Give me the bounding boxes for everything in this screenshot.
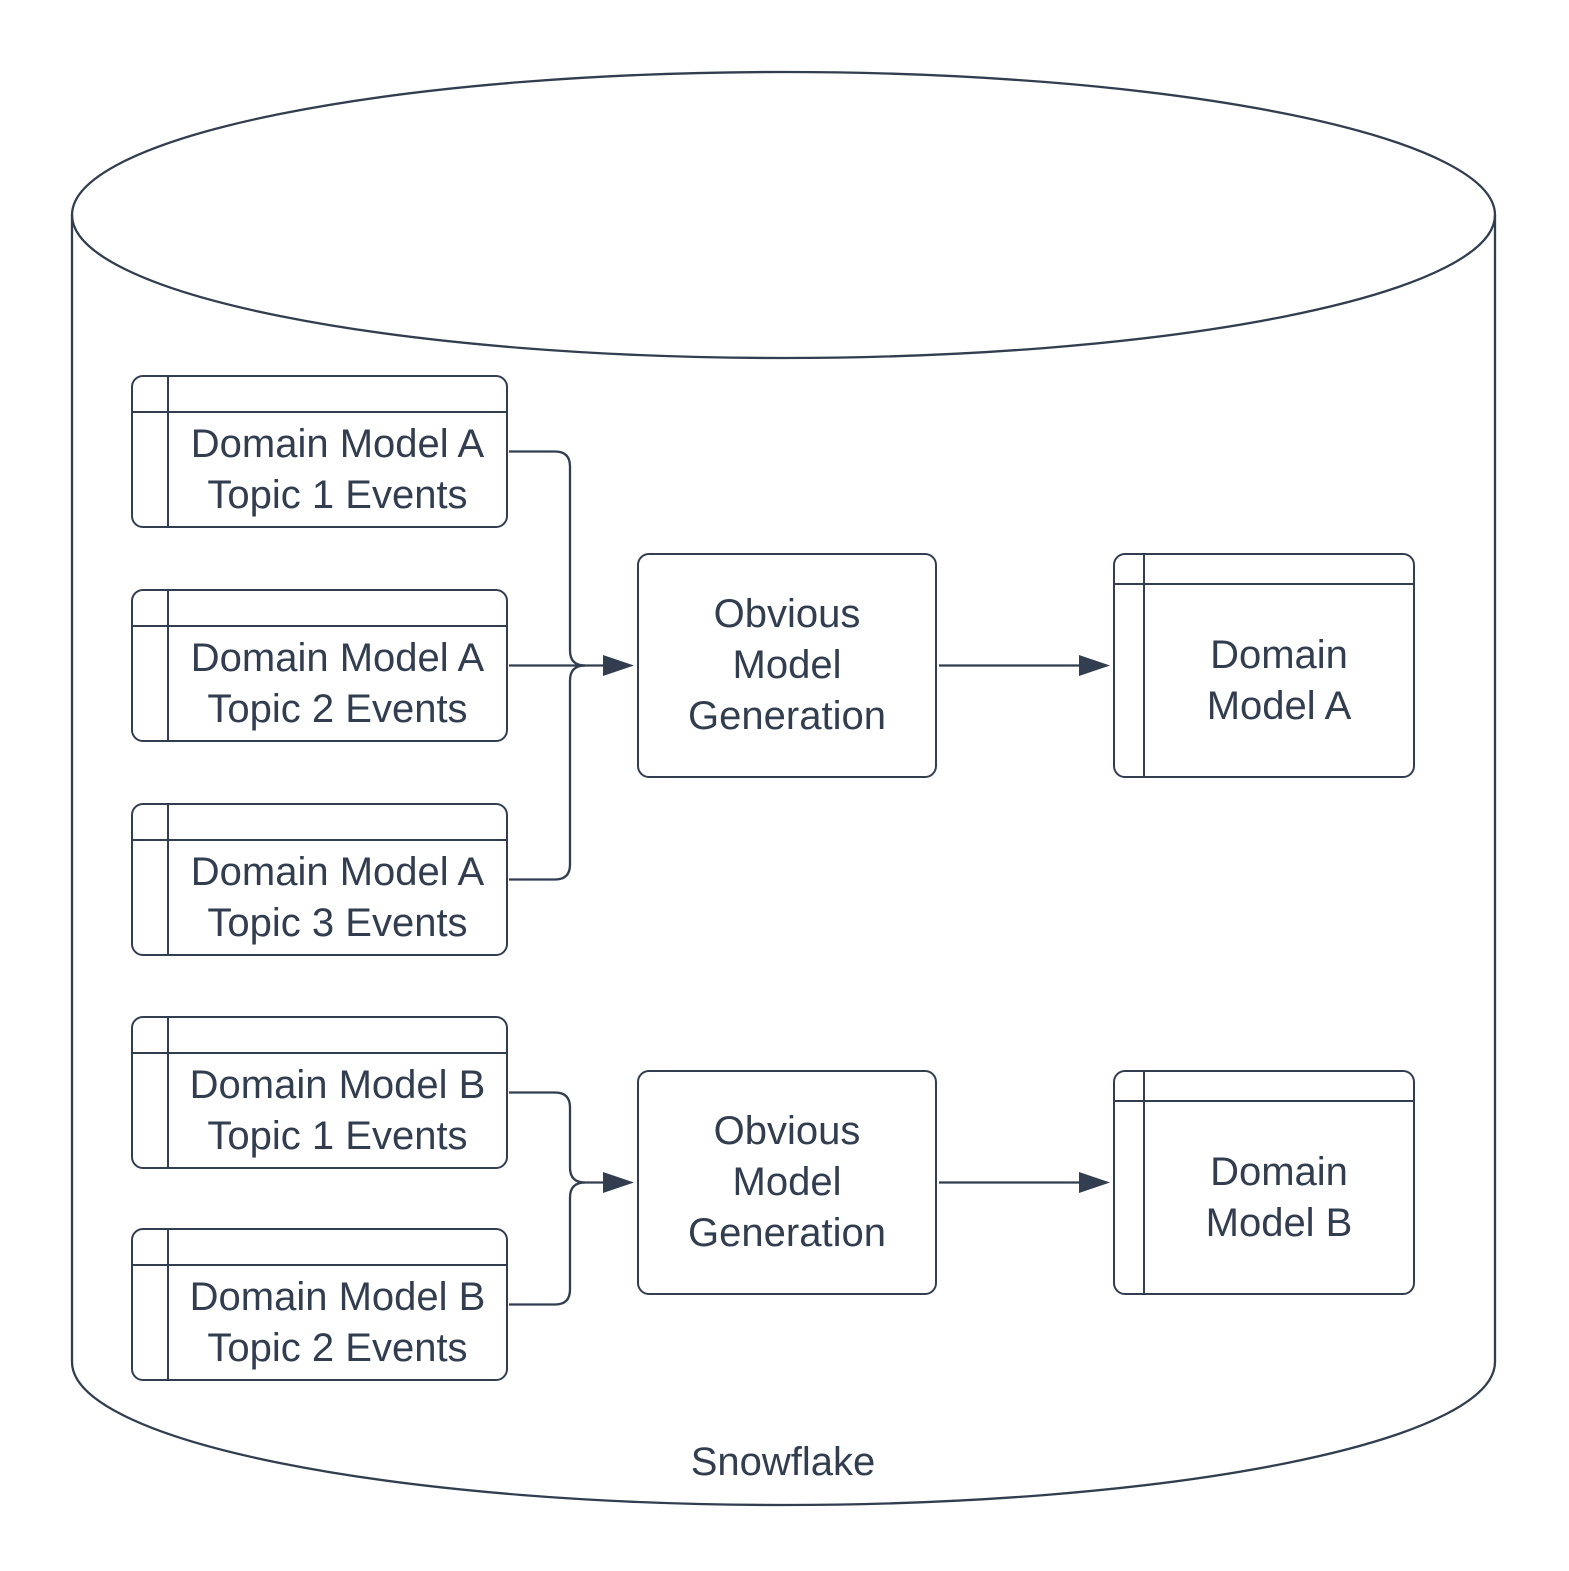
table-label: Domain Model A Topic 2 Events — [190, 635, 485, 731]
cylinder-label: Snowflake — [690, 1440, 876, 1484]
table-domain-model-a-topic-2-events: Domain Model A Topic 2 Events — [131, 589, 508, 742]
cylinder-top-ellipse — [70, 70, 1497, 360]
table-label: Domain Model A Topic 1 Events — [190, 421, 485, 517]
table-label: Domain Model B Topic 1 Events — [189, 1062, 486, 1158]
table-domain-model-b-topic-1-events: Domain Model B Topic 1 Events — [131, 1016, 508, 1169]
arrowhead-a-to-process — [603, 655, 634, 676]
process-obvious-model-generation-a: Obvious Model Generation — [637, 553, 937, 778]
table-column-divider — [167, 1230, 169, 1379]
arrowhead-b-to-output — [1079, 1172, 1110, 1193]
table-domain-model-a-topic-3-events: Domain Model A Topic 3 Events — [131, 803, 508, 956]
table-header-divider — [133, 411, 506, 413]
table-column-divider — [167, 377, 169, 526]
table-label: Domain Model B Topic 2 Events — [189, 1274, 486, 1370]
table-column-divider — [167, 1018, 169, 1167]
arrowhead-a-to-output — [1079, 655, 1110, 676]
table-header-divider — [1115, 583, 1413, 585]
table-domain-model-b: Domain Model B — [1113, 1070, 1415, 1295]
table-label: Domain Model A Topic 3 Events — [190, 849, 485, 945]
table-header-divider — [133, 1052, 506, 1054]
table-column-divider — [167, 805, 169, 954]
connector-a-topic1 — [509, 450, 586, 667]
table-column-divider — [1143, 555, 1145, 776]
table-domain-model-a-topic-1-events: Domain Model A Topic 1 Events — [131, 375, 508, 528]
table-header-divider — [133, 625, 506, 627]
table-column-divider — [1143, 1072, 1145, 1293]
table-column-divider — [167, 591, 169, 740]
table-header-divider — [133, 839, 506, 841]
table-label: Domain Model A — [1206, 632, 1352, 728]
table-header-divider — [1115, 1100, 1413, 1102]
connector-b-topic1 — [509, 1091, 586, 1184]
table-domain-model-b-topic-2-events: Domain Model B Topic 2 Events — [131, 1228, 508, 1381]
connector-b-topic2 — [509, 1181, 586, 1306]
cylinder-bottom-arc — [70, 1361, 1497, 1507]
process-obvious-model-generation-b: Obvious Model Generation — [637, 1070, 937, 1295]
connector-a-topic3 — [509, 664, 586, 881]
table-header-divider — [133, 1264, 506, 1266]
table-domain-model-a: Domain Model A — [1113, 553, 1415, 778]
table-label: Domain Model B — [1205, 1149, 1353, 1245]
arrowhead-b-to-process — [603, 1172, 634, 1193]
